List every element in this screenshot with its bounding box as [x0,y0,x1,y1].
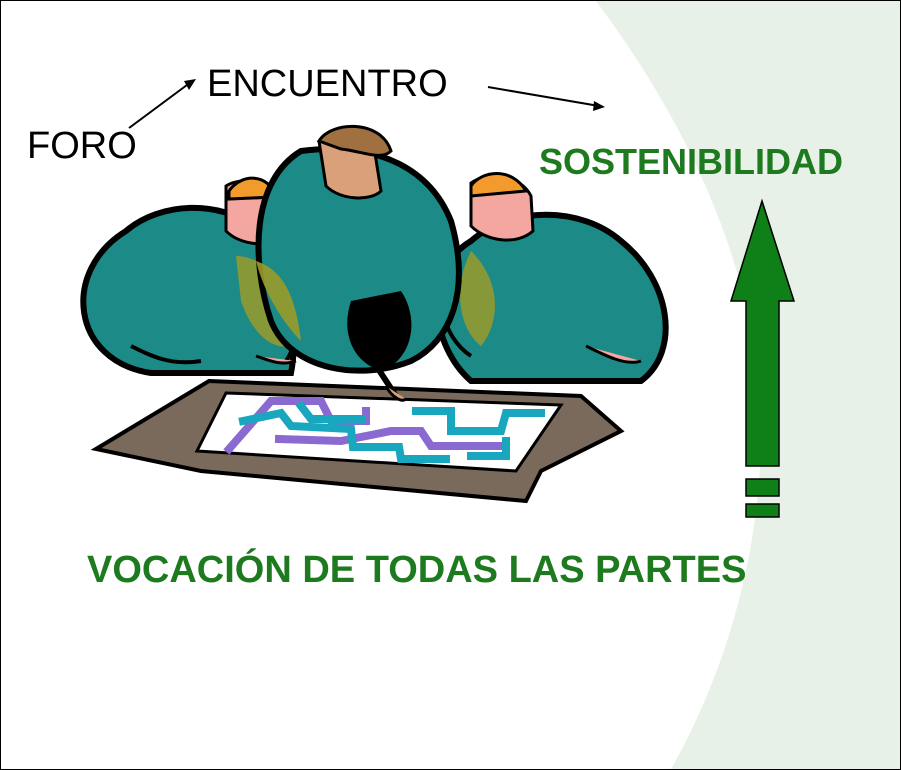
foro-label: FORO [27,125,137,167]
sostenibilidad-label: SOSTENIBILIDAD [539,141,844,182]
up-arrow-dash-1 [745,478,780,497]
vocacion-label: VOCACIÓN DE TODAS LAS PARTES [87,549,747,591]
arrow-icon [487,86,605,111]
maze-paths [223,397,545,463]
arrow-icon [128,79,196,129]
middle-person [255,124,462,402]
background-swoosh-shape [596,1,900,769]
map-board [90,378,625,504]
up-arrow-shape [729,198,796,467]
up-arrow-dash-2 [745,503,780,518]
right-person [434,172,669,384]
encuentro-label: ENCUENTRO [207,63,448,105]
